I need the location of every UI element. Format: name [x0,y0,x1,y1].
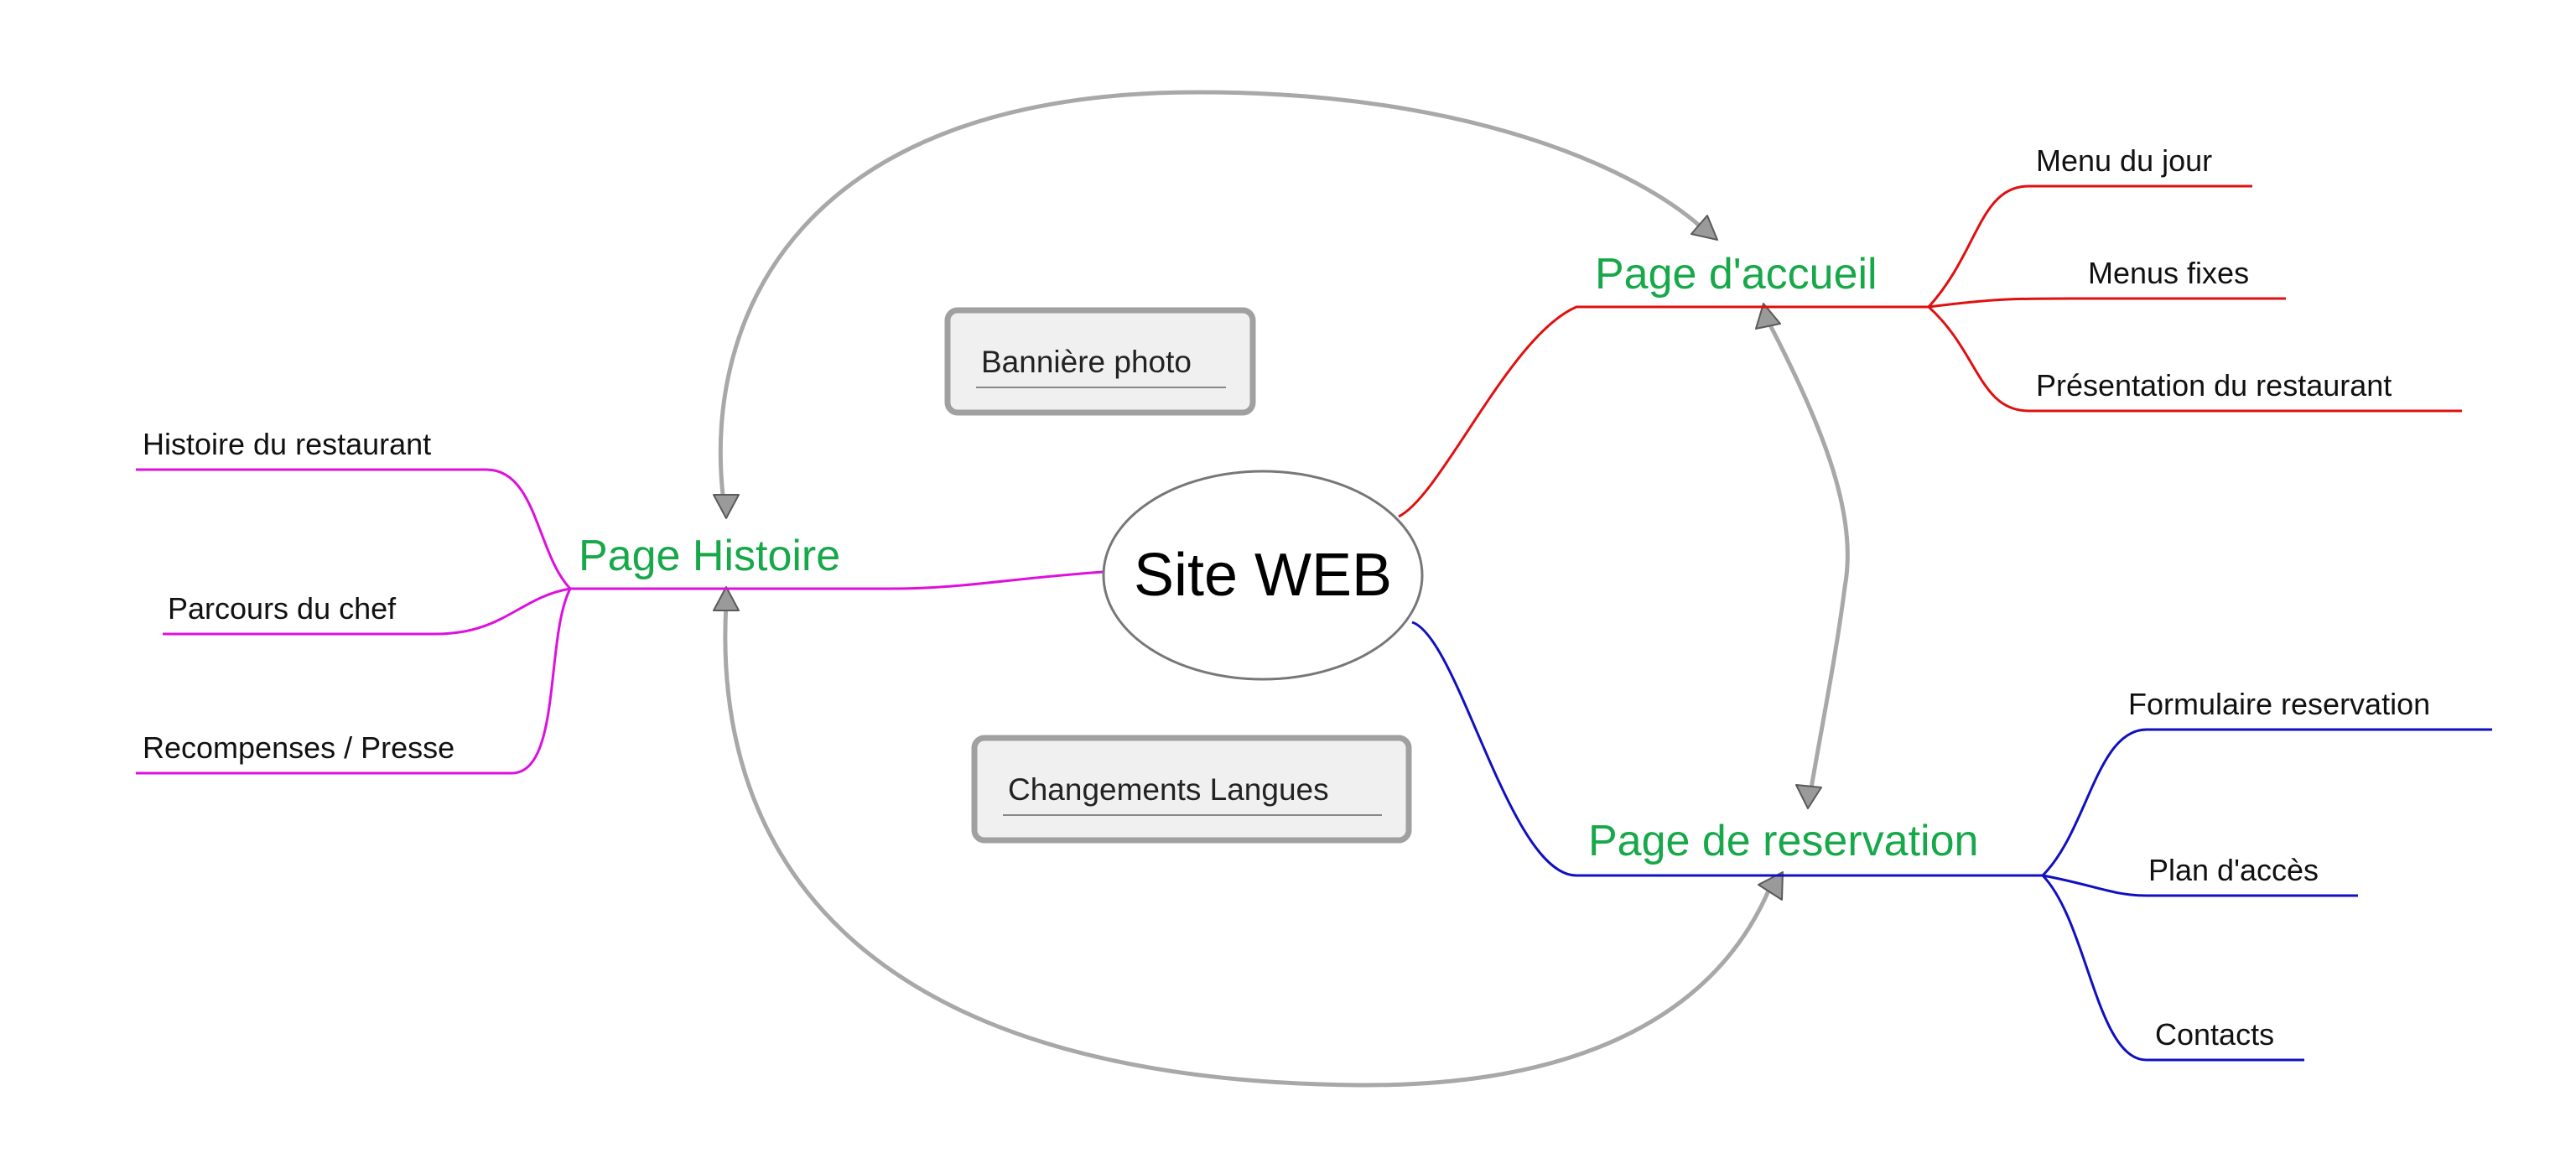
arrowhead-to-accueil-bottom [1755,303,1781,330]
subtopic-formulaire-reservation[interactable]: Formulaire reservation [2128,687,2430,721]
connector-histoire-child-3 [136,588,572,775]
floating-topic-banniere[interactable]: Bannière photo [944,307,1256,416]
subtopic-histoire-restaurant[interactable]: Histoire du restaurant [143,427,431,461]
subtopic-contacts[interactable]: Contacts [2155,1017,2274,1052]
arrowhead-to-accueil [1690,215,1718,241]
connector-accueil-child-2 [1928,297,2286,309]
topic-page-accueil[interactable]: Page d'accueil [1595,250,1877,299]
topic-page-reservation[interactable]: Page de reservation [1588,817,1978,865]
relationship-histoire-accueil[interactable] [718,90,1704,496]
floating-label-langues: Changements Langues [1008,772,1329,807]
central-topic[interactable]: Site WEB [1102,470,1424,681]
connector-reservation-child-3 [2041,874,2304,1062]
connector-accueil-child-3 [1927,305,2462,413]
arrowhead-to-reservation-top [1795,784,1822,809]
connector-reservation-child-1 [2041,728,2492,877]
subtopic-menu-du-jour[interactable]: Menu du jour [2036,143,2212,178]
subtopic-presentation-restaurant[interactable]: Présentation du restaurant [2036,368,2392,403]
arrowhead-to-histoire-bottom [713,586,740,611]
subtopic-plan-acces[interactable]: Plan d'accès [2148,853,2319,887]
central-topic-label: Site WEB [1134,542,1392,609]
subtopic-recompenses-presse[interactable]: Recompenses / Presse [143,730,454,765]
relationship-histoire-reservation[interactable] [723,603,1772,1088]
subtopic-parcours-chef[interactable]: Parcours du chef [168,591,397,626]
floating-label-banniere: Bannière photo [981,345,1192,379]
connector-center-histoire [570,570,1104,590]
branch-connectors [136,184,2492,1062]
arrowhead-to-histoire-top [713,494,740,519]
floating-topic-langues[interactable]: Changements Langues [971,735,1412,844]
connector-center-accueil [1398,305,1929,518]
arrowhead-to-reservation-bottom [1758,871,1784,901]
connector-histoire-child-1 [136,468,572,590]
central-topic-ellipse [1102,470,1424,681]
connector-reservation-child-2 [2042,874,2358,897]
relationship-accueil-reservation[interactable] [1765,319,1850,789]
connector-histoire-child-2 [163,587,571,636]
connector-accueil-child-1 [1927,184,2252,309]
connector-center-reservation [1411,621,2043,877]
subtopic-menus-fixes[interactable]: Menus fixes [2088,256,2249,290]
topic-page-histoire[interactable]: Page Histoire [579,532,840,580]
relationship-lines [713,90,1850,1088]
